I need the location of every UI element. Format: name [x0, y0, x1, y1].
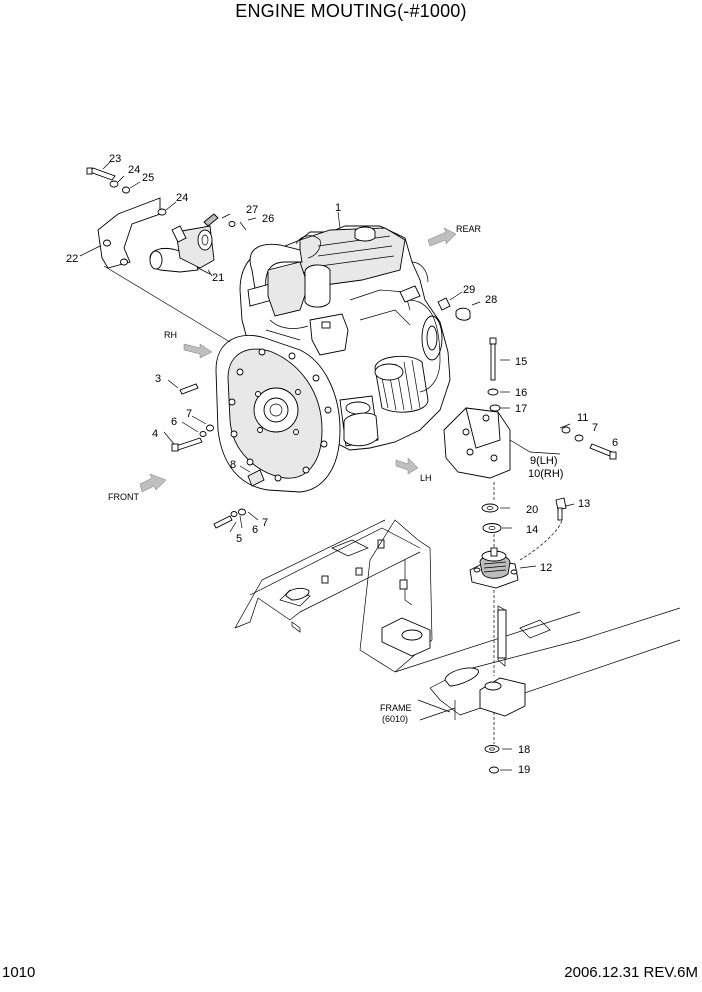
- callout-15: 15: [515, 356, 527, 368]
- callout-19: 19: [518, 764, 530, 776]
- callout-23: 23: [109, 153, 121, 165]
- callout-7: 7: [262, 517, 268, 529]
- callout-17: 17: [515, 403, 527, 415]
- callout-8: 8: [230, 459, 236, 471]
- callout-11: 11: [577, 412, 588, 424]
- callout-24: 24: [176, 192, 188, 204]
- callout-26: 26: [262, 213, 274, 225]
- page-number: 1010: [2, 964, 36, 981]
- callout-14: 14: [526, 524, 538, 536]
- flywheel-housing: [215, 334, 341, 493]
- frame-chassis: [234, 519, 681, 721]
- mount-bracket: [443, 407, 561, 479]
- callout-10: 10(RH): [528, 468, 563, 480]
- callout-7: 7: [186, 408, 192, 420]
- callout-22: 22: [66, 253, 78, 265]
- starter-bracket: [97, 197, 231, 343]
- callout-5: 5: [236, 533, 242, 545]
- revision-label: 2006.12.31 REV.6M: [564, 964, 698, 981]
- callout-6: 6: [252, 524, 258, 536]
- callout-13: 13: [578, 498, 590, 510]
- callout-25: 25: [142, 172, 154, 184]
- callout-18: 18: [518, 744, 530, 756]
- rubber-mount: [469, 547, 519, 589]
- callout-20: 20: [526, 504, 538, 516]
- callout-6: 6: [171, 416, 177, 428]
- callout-6: 6: [612, 437, 618, 449]
- callout-7: 7: [592, 422, 598, 434]
- callout-9: 9(LH): [530, 455, 558, 467]
- rear-arrow-icon: [427, 227, 457, 247]
- rear-label: REAR: [456, 224, 482, 234]
- starter-motor: [149, 225, 215, 275]
- callout-21: 21: [212, 272, 224, 284]
- leader-lines: [79, 161, 575, 771]
- callout-3: 3: [155, 373, 161, 385]
- fasteners: [86, 167, 617, 774]
- callout-29: 29: [463, 284, 475, 296]
- callout-27: 27: [246, 204, 258, 216]
- lh-arrow-icon: [395, 457, 419, 475]
- lh-label: LH: [420, 473, 432, 483]
- front-arrow-icon: [139, 473, 167, 493]
- rh-arrow-icon: [183, 343, 213, 359]
- engine-assembly: [239, 225, 451, 451]
- callout-4: 4: [152, 428, 158, 440]
- callout-1: 1: [335, 202, 341, 214]
- callout-16: 16: [515, 387, 527, 399]
- frame-label: FRAME: [380, 703, 412, 713]
- page-title: ENGINE MOUTING(-#1000): [235, 1, 467, 21]
- callout-12: 12: [540, 562, 552, 574]
- callout-28: 28: [485, 294, 497, 306]
- front-label: FRONT: [108, 492, 139, 502]
- frame-number: (6010): [382, 714, 408, 724]
- callout-24: 24: [128, 164, 140, 176]
- rh-label: RH: [164, 330, 177, 340]
